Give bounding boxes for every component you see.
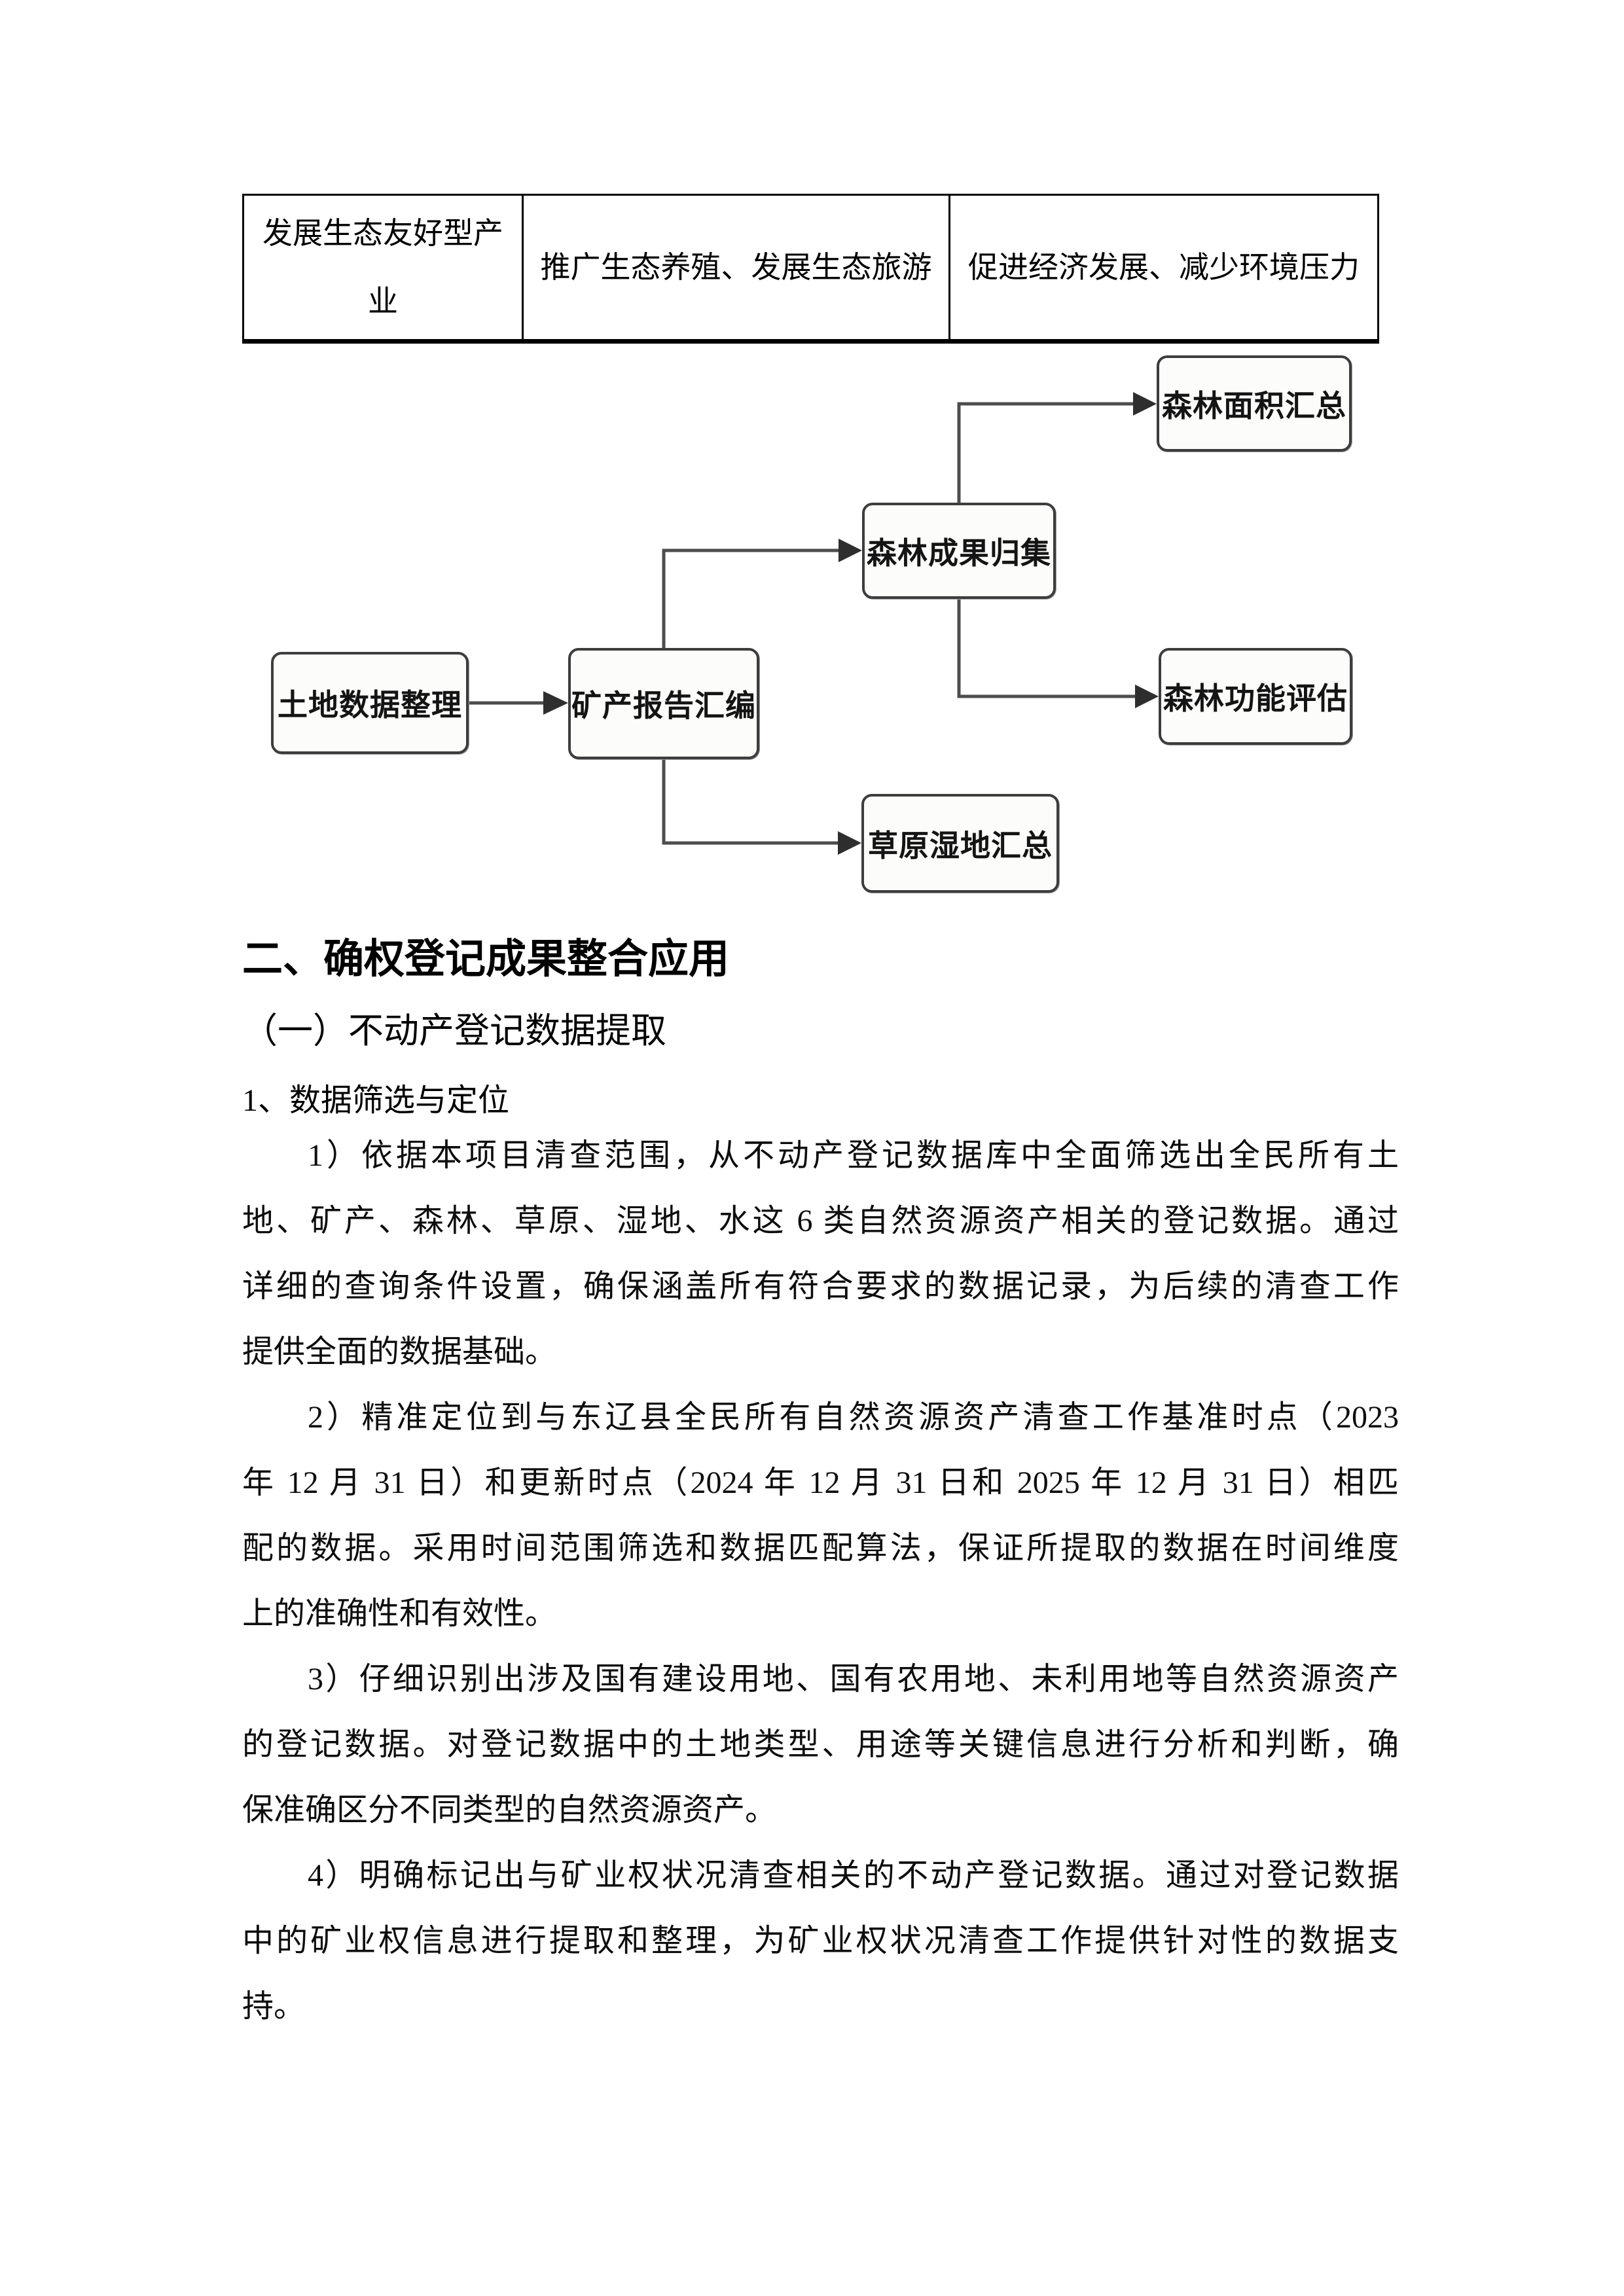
paragraph-line: 年 12 月 31 日）和更新时点（2024 年 12 月 31 日和 2025… xyxy=(242,1465,1399,1500)
paragraph-line: 3）仔细识别出涉及国有建设用地、国有农用地、未利用地等自然资源资产 xyxy=(308,1662,1399,1696)
flow-node-mineral-report: 矿产报告汇编 xyxy=(568,648,759,759)
flow-node-forest-area: 森林面积汇总 xyxy=(1157,355,1352,452)
edge-forestcollect-area xyxy=(957,402,1133,503)
subsection-heading: （一）不动产登记数据提取 xyxy=(242,1011,666,1050)
paragraph-line: 详细的查询条件设置，确保涵盖所有符合要求的数据记录，为后续的清查工作 xyxy=(242,1269,1399,1304)
table-cell-measure: 发展生态友好型产业 xyxy=(262,216,503,318)
paragraph-line: 保准确区分不同类型的自然资源资产。 xyxy=(242,1793,777,1827)
paragraph-line: 提供全面的数据基础。 xyxy=(242,1335,557,1369)
arrowhead-icon xyxy=(1135,685,1159,708)
arrowhead-icon xyxy=(543,691,568,715)
arrowhead-icon xyxy=(1133,392,1157,416)
edge-forestcollect-func xyxy=(957,599,1135,698)
table-cell-effect: 促进经济发展、减少环境压力 xyxy=(948,196,1377,339)
paragraph-line: 持。 xyxy=(242,1989,306,2024)
paragraph-line: 2）精准定位到与东辽县全民所有自然资源资产清查工作基准时点（2023 xyxy=(308,1400,1399,1435)
paragraph-line: 4）明确标记出与矿业权状况清查相关的不动产登记数据。通过对登记数据 xyxy=(308,1858,1399,1893)
section-heading: 二、确权登记成果整合应用 xyxy=(242,937,730,982)
edge-mineral-forestcollect xyxy=(662,548,839,648)
paragraph-line: 上的准确性和有效性。 xyxy=(242,1596,557,1631)
paragraph-line: 1）依据本项目清查范围，从不动产登记数据库中全面筛选出全民所有土 xyxy=(308,1138,1399,1173)
flowchart-connectors xyxy=(469,392,1159,855)
table-cell-action: 推广生态养殖、发展生态旅游 xyxy=(522,196,948,339)
paragraph-line: 地、矿产、森林、草原、湿地、水这 6 类自然资源资产相关的登记数据。通过 xyxy=(242,1204,1399,1238)
paragraph-line: 的登记数据。对登记数据中的土地类型、用途等关键信息进行分析和判断，确 xyxy=(242,1727,1399,1762)
arrowhead-icon xyxy=(839,539,862,562)
body-text: 1）依据本项目清查范围，从不动产登记数据库中全面筛选出全民所有土 地、矿产、森林… xyxy=(242,1123,1399,2039)
edge-mineral-grass xyxy=(662,759,838,845)
paragraph-line: 配的数据。采用时间范围筛选和数据匹配算法，保证所提取的数据在时间维度 xyxy=(242,1531,1399,1566)
arrowhead-icon xyxy=(838,831,861,855)
flow-node-grass-wetland: 草原湿地汇总 xyxy=(861,794,1059,893)
flow-node-land-data: 土地数据整理 xyxy=(271,652,469,754)
item-heading: 1、数据筛选与定位 xyxy=(242,1083,510,1118)
flow-node-forest-collect: 森林成果归集 xyxy=(862,503,1056,599)
paragraph-line: 中的矿业权信息进行提取和整理，为矿业权状况清查工作提供针对性的数据支 xyxy=(242,1924,1399,1958)
benefits-table: 发展生态友好型产业 推广生态养殖、发展生态旅游 促进经济发展、减少环境压力 xyxy=(242,194,1379,344)
flow-node-forest-function: 森林功能评估 xyxy=(1159,648,1352,745)
